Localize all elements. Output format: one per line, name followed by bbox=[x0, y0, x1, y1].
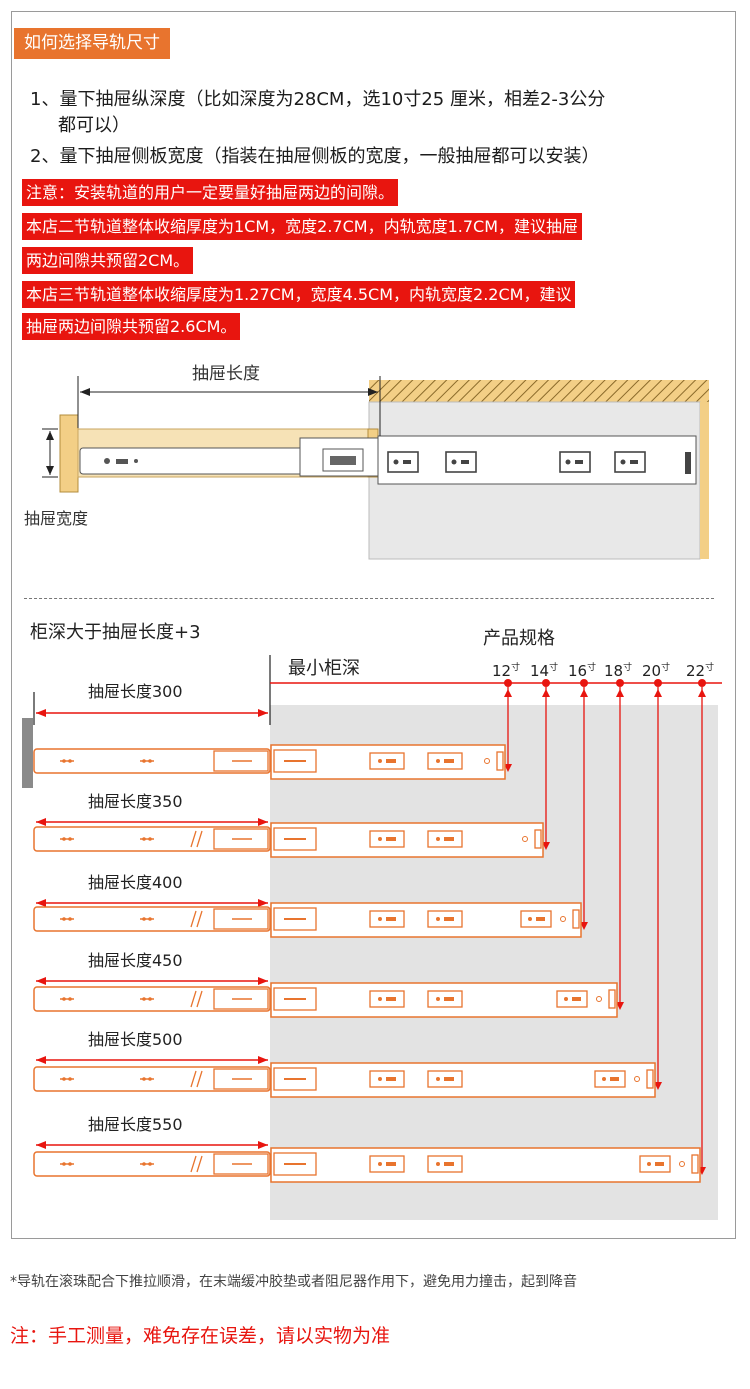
cabinet-rail-3 bbox=[270, 902, 582, 938]
notice-two-section-cont: 两边间隙共预留2CM。 bbox=[22, 247, 194, 274]
size-label-16: 16寸 bbox=[568, 661, 596, 680]
instruction-depth: 1、量下抽屉纵深度（比如深度为28CM，选10寸25 厘米，相差2-3公分 bbox=[30, 89, 606, 110]
drawer-width-label: 抽屉宽度 bbox=[24, 509, 88, 528]
cabinet-top-hatch bbox=[369, 380, 709, 402]
size-marker-22 bbox=[698, 679, 706, 687]
size-label-12: 12寸 bbox=[492, 661, 520, 680]
size-marker-20 bbox=[654, 679, 662, 687]
section-title: 如何选择导轨尺寸 bbox=[14, 28, 170, 59]
drawer-length-label-4: 抽屉长度450 bbox=[88, 951, 183, 970]
drawer-length-label-1: 抽屉长度300 bbox=[88, 682, 183, 701]
drawer-length-label-2: 抽屉长度350 bbox=[88, 792, 183, 811]
size-label-22: 22寸 bbox=[686, 661, 714, 680]
size-marker-12 bbox=[504, 679, 512, 687]
drawer-length-label: 抽屉长度 bbox=[192, 364, 260, 384]
drawer-length-label-6: 抽屉长度550 bbox=[88, 1115, 183, 1134]
cabinet-depth-rule: 柜深大于抽屉长度+3 bbox=[30, 622, 201, 643]
size-marker-14 bbox=[542, 679, 550, 687]
content-frame bbox=[11, 11, 736, 1239]
section-divider bbox=[24, 598, 714, 599]
drawer-length-label-5: 抽屉长度500 bbox=[88, 1030, 183, 1049]
cabinet-rail-5 bbox=[270, 1062, 656, 1098]
notice-three-section-cont: 抽屉两边间隙共预留2.6CM。 bbox=[22, 313, 241, 340]
size-marker-16 bbox=[580, 679, 588, 687]
size-label-18: 18寸 bbox=[604, 661, 632, 680]
cabinet-panel bbox=[270, 705, 718, 1220]
size-marker-18 bbox=[616, 679, 624, 687]
footer-note: *导轨在滚珠配合下推拉顺滑，在末端缓冲胶垫或者阻尼器作用下，避免用力撞击，起到降… bbox=[10, 1274, 577, 1290]
notice-two-section: 本店二节轨道整体收缩厚度为1CM，宽度2.7CM，内轨宽度1.7CM，建议抽屉 bbox=[22, 213, 583, 240]
drawer-rail-diagram: 抽屉长度 抽屉宽度 bbox=[24, 364, 709, 560]
product-spec-label: 产品规格 bbox=[483, 628, 555, 649]
size-label-20: 20寸 bbox=[642, 661, 670, 680]
cabinet-rail-6 bbox=[270, 1147, 701, 1183]
outer-rail bbox=[377, 435, 697, 485]
drawer-front bbox=[59, 414, 79, 493]
footer-disclaimer: 注：手工测量，难免存在误差，请以实物为准 bbox=[10, 1325, 391, 1347]
drawer-length-label-3: 抽屉长度400 bbox=[88, 873, 183, 892]
cabinet-side bbox=[700, 402, 709, 559]
instruction-depth-cont: 都可以） bbox=[58, 115, 130, 136]
cabinet-rail-2 bbox=[270, 822, 544, 858]
instruction-width: 2、量下抽屉侧板宽度（指装在抽屉侧板的宽度，一般抽屉都可以安装） bbox=[30, 146, 600, 167]
drawer-front-panel bbox=[22, 718, 33, 788]
min-depth-label: 最小柜深 bbox=[288, 658, 360, 679]
notice-three-section: 本店三节轨道整体收缩厚度为1.27CM，宽度4.5CM，内轨宽度2.2CM，建议 bbox=[22, 281, 576, 308]
size-label-14: 14寸 bbox=[530, 661, 558, 680]
notice-gap: 注意：安装轨道的用户一定要量好抽屉两边的间隙。 bbox=[22, 179, 399, 206]
